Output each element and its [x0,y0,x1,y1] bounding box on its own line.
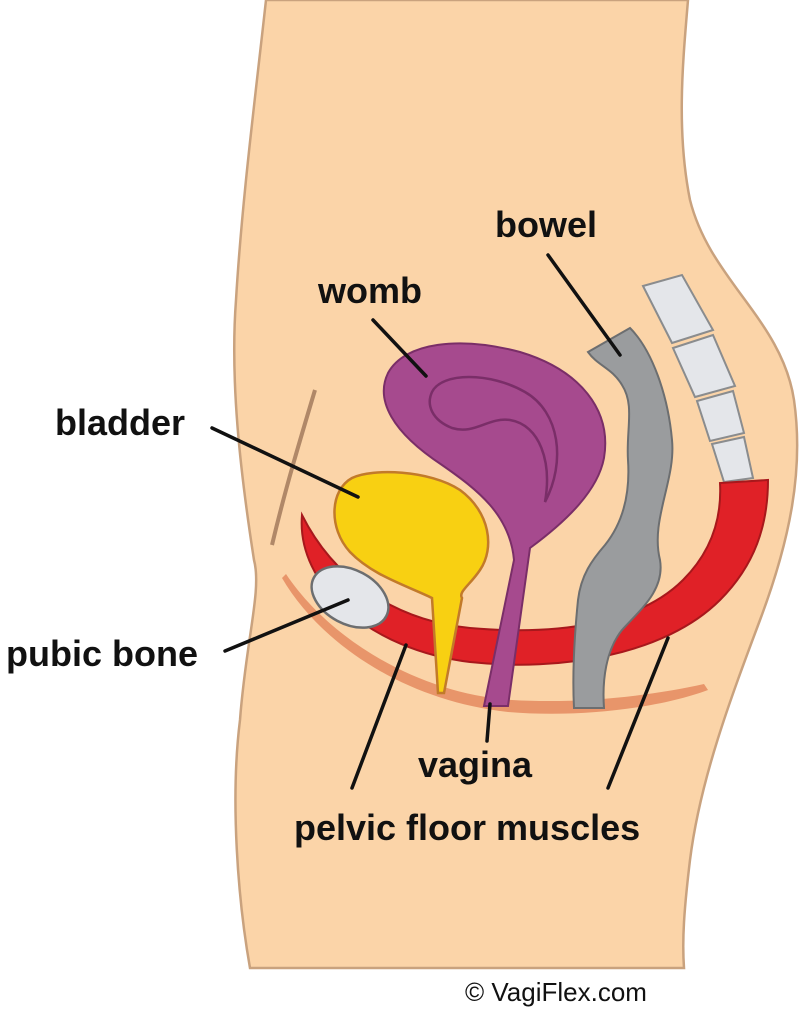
pubic-bone [310,565,390,629]
spine-tailbone [641,273,755,484]
womb-label: womb [317,270,422,311]
vertebra [710,435,755,484]
pelvic-floor-muscles-label: pelvic floor muscles [294,807,640,848]
pelvic-floor-leader-line-right [606,636,670,790]
womb-leader-line [371,318,428,378]
pelvic-floor-leader-line-left [350,643,408,790]
bowel-label: bowel [495,204,597,245]
vagina-leader-line [485,702,492,743]
womb-cavity [428,375,559,503]
bowel-leader-line [546,253,622,357]
pubic-bone-leader-line [223,598,350,653]
bowel-rectum [572,326,674,709]
bladder [333,470,490,695]
bladder-leader-line [210,426,360,499]
vagina-label: vagina [418,744,533,785]
vertebra [695,389,746,443]
bladder-label: bladder [55,402,185,443]
vertebra [641,273,715,345]
pubic-bone-label: pubic bone [6,633,198,674]
perineum-tissue [282,574,708,714]
copyright-notice: © VagiFlex.com [465,977,647,1007]
vertebra [671,333,737,399]
